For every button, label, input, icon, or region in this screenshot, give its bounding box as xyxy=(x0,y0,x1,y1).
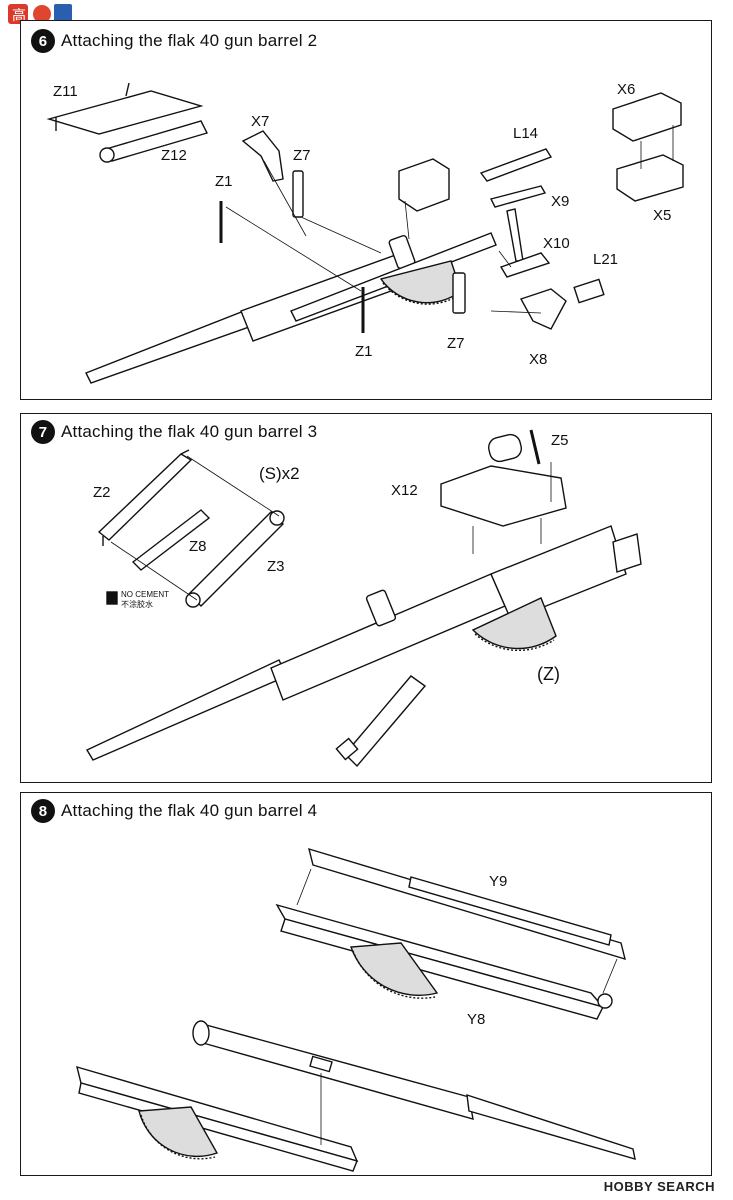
label-z1-bottom: Z1 xyxy=(355,343,373,360)
label-x6: X6 xyxy=(617,81,636,98)
no-cement-notice: NO CEMENT 不涂胶水 xyxy=(121,590,169,610)
watermark-logo: 高 xyxy=(6,2,76,32)
label-z1-top: Z1 xyxy=(215,173,233,190)
gear-sector xyxy=(471,597,557,650)
part-x10 xyxy=(499,252,551,278)
part-z7-top xyxy=(292,170,304,218)
step-6-diagram xyxy=(46,82,684,384)
gun-barrel xyxy=(198,1022,474,1120)
step-8-header: 8 Attaching the flak 40 gun barrel 4 xyxy=(31,799,317,823)
part-z8 xyxy=(131,509,211,571)
label-z3: Z3 xyxy=(267,558,285,575)
part-lower-cradle xyxy=(76,1065,359,1163)
gear-sector-lower xyxy=(138,1106,219,1158)
no-cement-en: NO CEMENT xyxy=(121,590,169,599)
label-z11: Z11 xyxy=(53,83,78,100)
part-box-center xyxy=(398,158,450,212)
label-x5: X5 xyxy=(653,207,672,224)
step-6-panel: 6 Attaching the flak 40 gun barrel 2 xyxy=(20,20,712,400)
part-z7-bottom xyxy=(452,272,466,314)
step-8-badge: 8 xyxy=(31,799,55,823)
step-7-title: Attaching the flak 40 gun barrel 3 xyxy=(61,422,318,441)
label-z: (Z) xyxy=(537,664,560,684)
step-7-badge: 7 xyxy=(31,420,55,444)
step-6-title: Attaching the flak 40 gun barrel 2 xyxy=(61,31,318,50)
part-z5 xyxy=(487,433,523,463)
step-8-diagram xyxy=(76,847,636,1172)
step-8-title: Attaching the flak 40 gun barrel 4 xyxy=(61,801,318,820)
label-z5: Z5 xyxy=(551,432,569,449)
watermark-logo-text: 高 xyxy=(12,7,26,24)
step-8-panel: 8 Attaching the flak 40 gun barrel 4 xyxy=(20,792,712,1176)
no-cement-zh: 不涂胶水 xyxy=(121,600,153,609)
part-l21 xyxy=(573,278,605,304)
part-x6 xyxy=(612,92,682,142)
part-z11 xyxy=(46,90,204,135)
gun-barrel xyxy=(85,304,267,384)
label-z2: Z2 xyxy=(93,484,111,501)
watermark-site: HOBBY SEARCH xyxy=(603,1179,715,1194)
part-x5 xyxy=(616,154,684,202)
label-z8: Z8 xyxy=(189,538,207,555)
part-z-cylinder xyxy=(344,675,427,768)
label-z12: Z12 xyxy=(161,147,187,164)
no-cement-icon xyxy=(106,591,118,605)
label-x10: X10 xyxy=(543,235,570,252)
label-x12: X12 xyxy=(391,482,418,499)
step-6-badge: 6 xyxy=(31,29,55,53)
step-7-panel: 7 Attaching the flak 40 gun barrel 3 xyxy=(20,413,712,783)
step-7-diagram xyxy=(86,429,642,768)
label-x7: X7 xyxy=(251,113,270,130)
part-x12 xyxy=(440,465,567,527)
gear-sector-upper xyxy=(350,942,439,996)
label-x9: X9 xyxy=(551,193,570,210)
label-z7-top: Z7 xyxy=(293,147,311,164)
label-l21: L21 xyxy=(593,251,619,268)
part-l14 xyxy=(479,148,553,182)
label-l14: L14 xyxy=(513,125,539,142)
part-x7 xyxy=(241,130,284,182)
label-y9: Y9 xyxy=(489,873,508,890)
step-7-header: 7 Attaching the flak 40 gun barrel 3 xyxy=(31,420,317,444)
step-6-header: 6 Attaching the flak 40 gun barrel 2 xyxy=(31,29,317,53)
label-x8: X8 xyxy=(529,351,548,368)
label-y8: Y8 xyxy=(467,1011,486,1028)
part-z2 xyxy=(97,453,193,541)
label-z7-bottom: Z7 xyxy=(447,335,465,352)
gun-barrel xyxy=(86,659,288,761)
part-x8 xyxy=(519,288,567,330)
part-x9 xyxy=(489,185,547,208)
label-s-x2: (S)x2 xyxy=(259,464,300,483)
